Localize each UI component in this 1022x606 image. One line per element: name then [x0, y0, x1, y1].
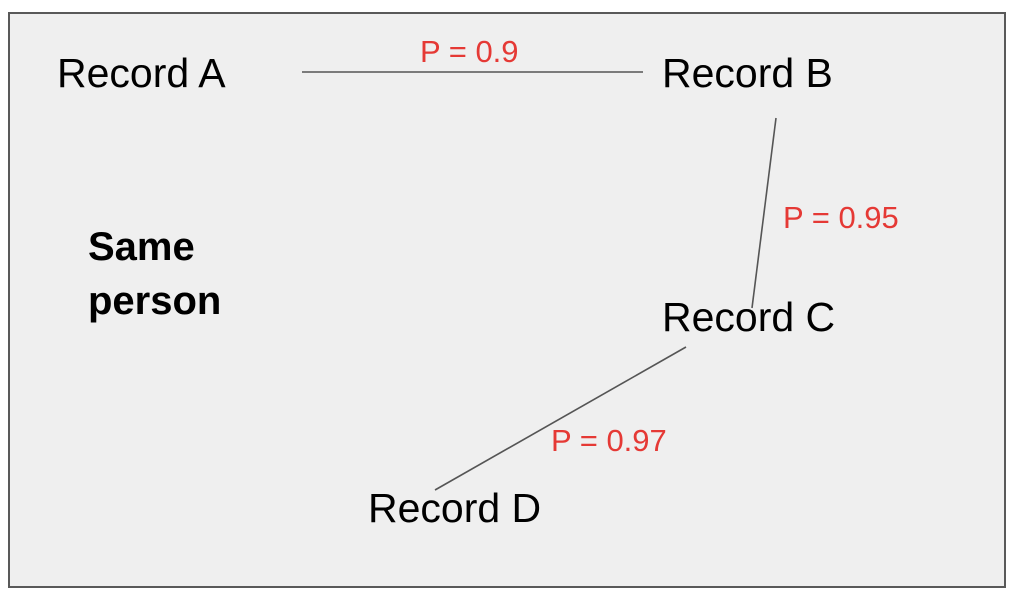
node-record-d: Record D [368, 485, 542, 531]
diagram-frame [8, 12, 1006, 588]
group-label: Same person [88, 220, 221, 328]
edge-label-b-c: P = 0.95 [783, 200, 899, 235]
group-label-line-2: person [88, 279, 222, 323]
group-label-line-1: Same [88, 225, 195, 269]
node-record-a: Record A [57, 50, 226, 96]
edge-b-c [751, 117, 777, 309]
edge-c-d [434, 346, 687, 491]
node-record-b: Record B [662, 50, 833, 96]
edge-label-c-d: P = 0.97 [551, 423, 667, 458]
edge-label-a-b: P = 0.9 [420, 34, 519, 69]
node-record-c: Record C [662, 294, 836, 340]
